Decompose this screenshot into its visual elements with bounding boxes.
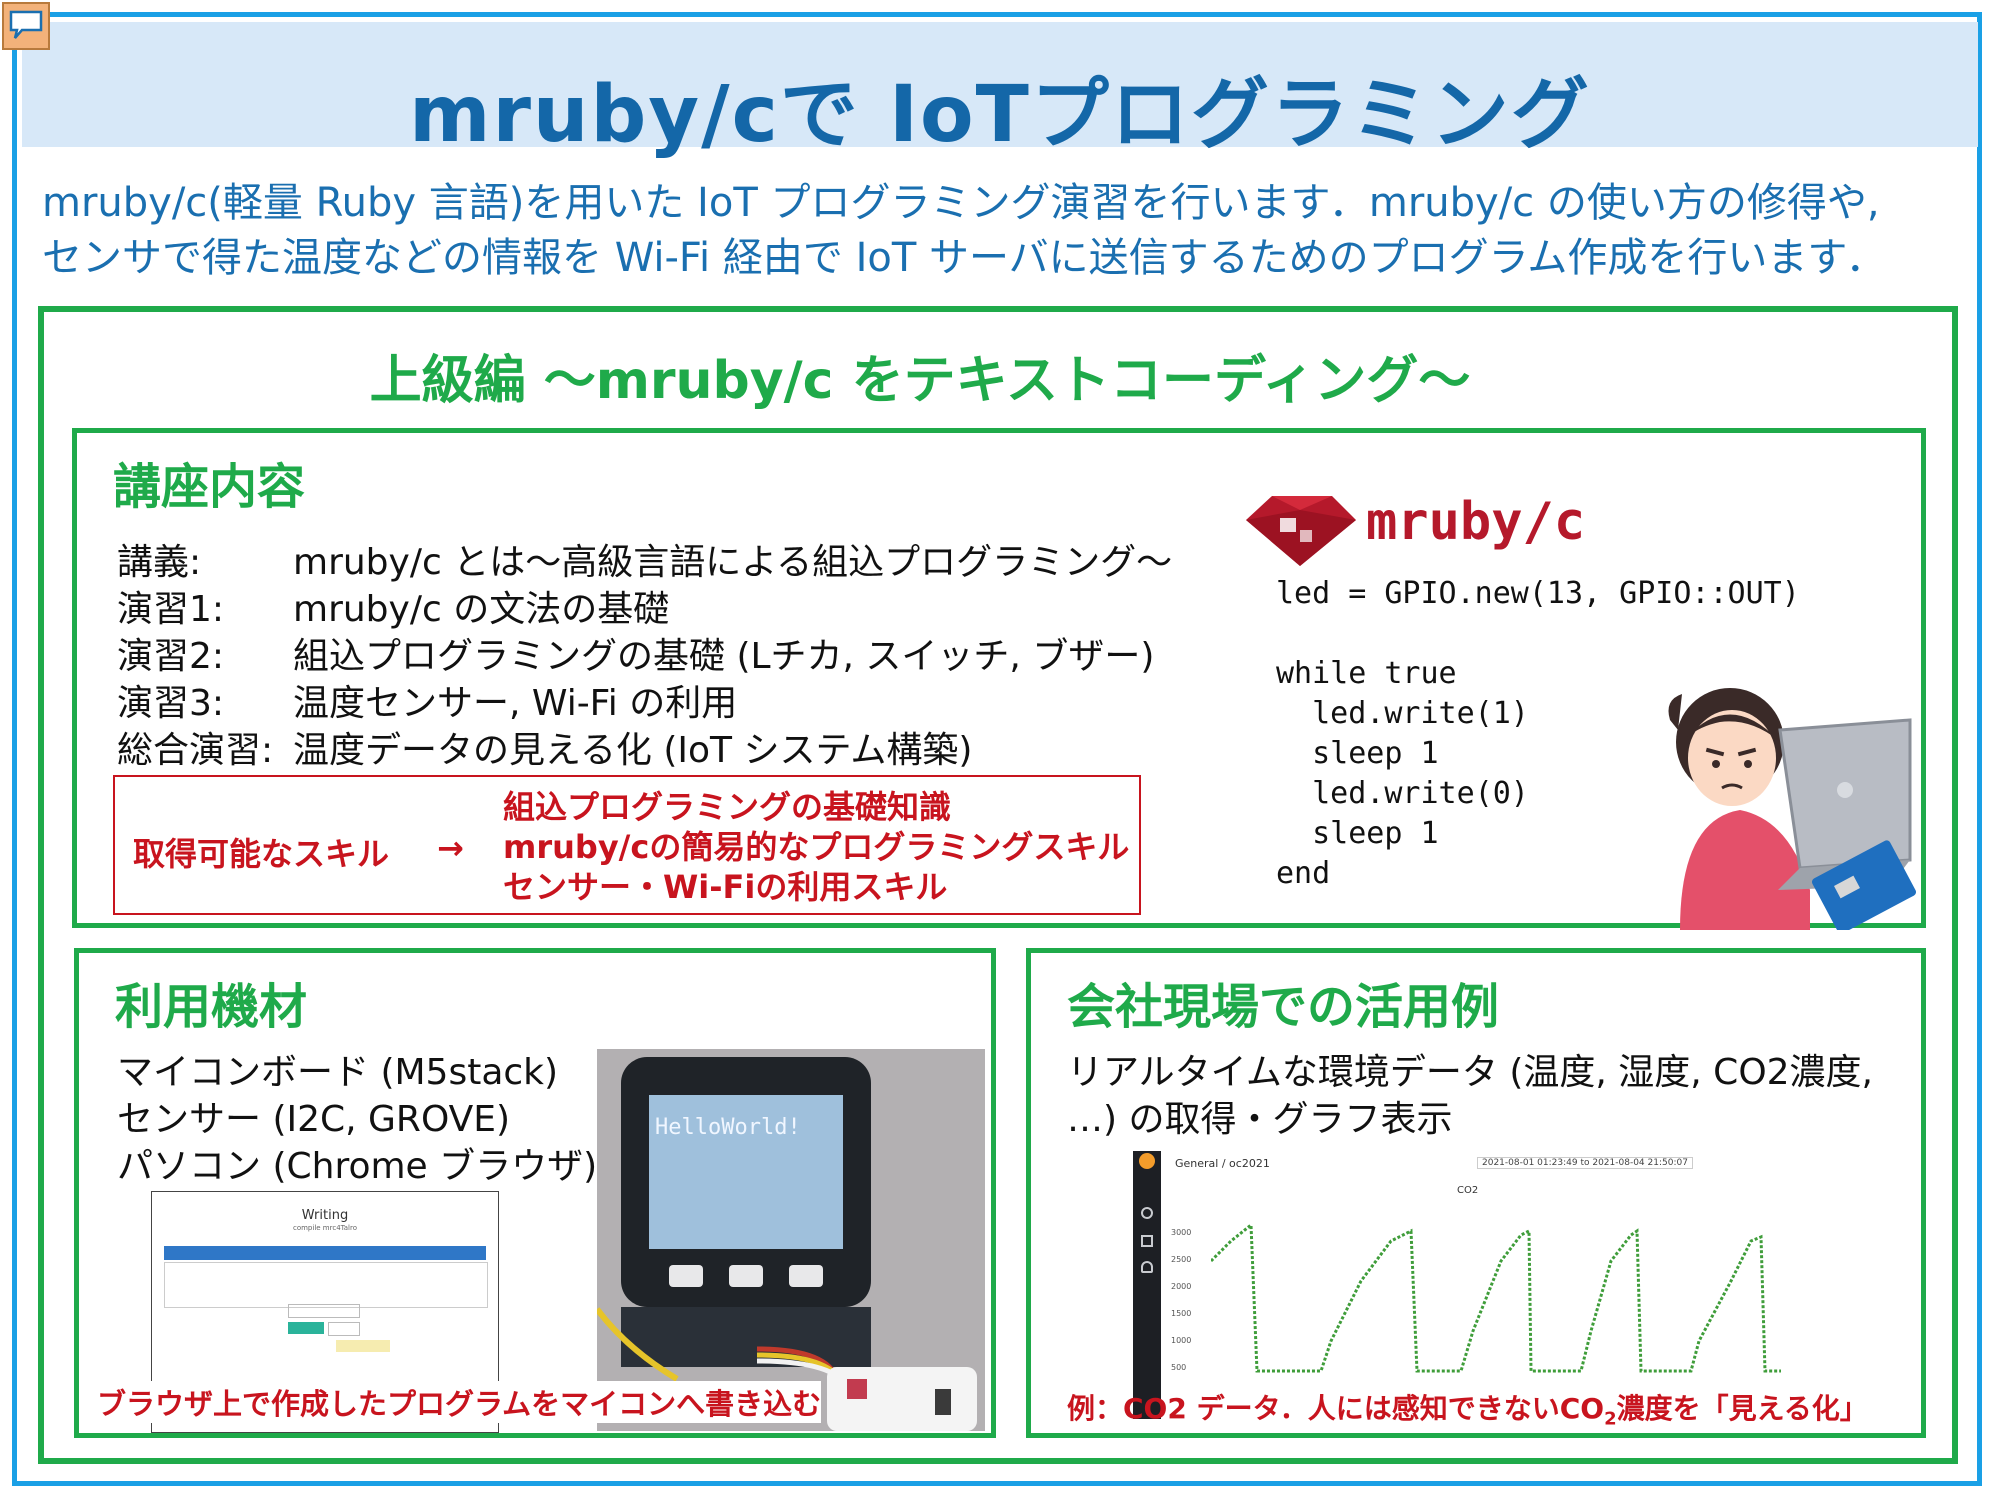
usecase-text: リアルタイムな環境データ (温度, 湿度, CO2濃度, …) の取得・グラフ表… [1067, 1049, 1873, 1143]
usecase-box: 会社現場での活用例 リアルタイムな環境データ (温度, 湿度, CO2濃度, …… [1026, 948, 1926, 1438]
caption-text: 濃度を「見える化」 [1616, 1392, 1868, 1425]
equipment-item: パソコン (Chrome ブラウザ) [117, 1146, 598, 1187]
screenshot-panel [164, 1262, 488, 1308]
usecase-line-2: …) の取得・グラフ表示 [1067, 1099, 1453, 1140]
grafana-logo-icon [1139, 1153, 1155, 1169]
equipment-list: マイコンボード (M5stack) センサー (I2C, GROVE) パソコン… [117, 1049, 597, 1190]
usecase-line-1: リアルタイムな環境データ (温度, 湿度, CO2濃度, [1067, 1052, 1874, 1093]
dashboard-icon[interactable] [1141, 1235, 1153, 1247]
course-key: 総合演習: [117, 730, 274, 771]
skill-item: 組込プログラミングの基礎知識 [503, 788, 952, 826]
skill-item: センサー・Wi-Fiの利用スキル [503, 868, 948, 906]
course-value: 温度センサー, Wi-Fi の利用 [293, 683, 738, 724]
programmer-illustration [1668, 688, 1916, 930]
advanced-course-title: 上級編 ～mruby/c をテキストコーディング～ [369, 351, 1471, 411]
course-contents-title: 講座内容 [113, 459, 306, 515]
skills-label: 取得可能なスキル [133, 835, 390, 873]
code-sample: led = GPIO.new(13, GPIO::OUT) while true… [1276, 576, 1800, 891]
y-tick-label: 2500 [1171, 1255, 1192, 1264]
equipment-item: センサー (I2C, GROVE) [117, 1099, 511, 1140]
mruby-logo-text: mruby/c [1366, 492, 1586, 552]
device-screen-text: HelloWorld! [655, 1115, 801, 1140]
y-tick-label: 1000 [1171, 1336, 1192, 1345]
graph-breadcrumb[interactable]: General / oc2021 [1175, 1157, 1270, 1170]
skill-item: mruby/cの簡易的なプログラミングスキル [503, 828, 1130, 866]
skills-box: 取得可能なスキル → 組込プログラミングの基礎知識 mruby/cの簡易的なプロ… [113, 775, 1141, 915]
screenshot-title: Writing [301, 1208, 349, 1223]
co2-line-plot [1211, 1221, 1781, 1373]
mruby-gem-logo-icon [1246, 496, 1356, 566]
intro-line-2: センサで得た温度などの情報を Wi-Fi 経由で IoT サーバに送信するための… [42, 235, 1886, 281]
outer-frame [12, 12, 1982, 1486]
course-value: mruby/c の文法の基礎 [293, 589, 670, 630]
y-tick-label: 1500 [1171, 1309, 1192, 1318]
usecase-title: 会社現場での活用例 [1067, 979, 1500, 1035]
screenshot-button [328, 1322, 360, 1336]
caption-text: 例：CO2 データ．人には感知できないCO [1067, 1392, 1605, 1425]
equipment-item: マイコンボード (M5stack) [117, 1052, 559, 1093]
skills-list: 組込プログラミングの基礎知識 mruby/cの簡易的なプログラミングスキル セン… [503, 787, 1129, 907]
course-value: 温度データの見える化 (IoT システム構築) [293, 730, 973, 771]
intro-line-1: mruby/c(軽量 Ruby 言語)を用いた IoT プログラミング演習を行い… [42, 180, 1880, 226]
y-tick-label: 2000 [1171, 1282, 1192, 1291]
time-range-picker[interactable]: 2021-08-01 01:23:49 to 2021-08-04 21:50:… [1477, 1157, 1693, 1169]
course-contents-box: 講座内容 講義: mruby/c とは～高級言語による組込プログラミング～ 演習… [72, 428, 1926, 928]
equipment-title: 利用機材 [115, 979, 308, 1035]
course-key: 演習3: [117, 683, 225, 724]
screenshot-subtitle: compile mrc4Talro [292, 1224, 358, 1232]
title-band: mruby/cで IoTプログラミング [22, 22, 1978, 160]
screenshot-button [288, 1304, 360, 1318]
caption-subscript: 2 [1604, 1408, 1617, 1430]
bell-icon[interactable] [1141, 1261, 1153, 1273]
course-key: 講義: [117, 542, 202, 583]
course-value: 組込プログラミングの基礎 (Lチカ, スイッチ, ブザー) [293, 636, 1155, 677]
m5stack-device-photo: HelloWorld! [597, 1049, 985, 1431]
usecase-caption: 例：CO2 データ．人には感知できないCO2濃度を「見える化」 [1067, 1387, 1868, 1430]
screenshot-button [336, 1340, 390, 1352]
y-tick-label: 500 [1171, 1363, 1187, 1372]
screenshot-header-bar [164, 1246, 486, 1260]
course-key: 演習2: [117, 636, 225, 677]
graph-panel-title: CO2 [1457, 1185, 1479, 1196]
co2-graph-screenshot: General / oc2021 2021-08-01 01:23:49 to … [1133, 1151, 1793, 1419]
equipment-caption: ブラウザ上で作成したプログラムをマイコンへ書き込む [97, 1381, 822, 1423]
search-icon[interactable] [1141, 1207, 1153, 1219]
course-value: mruby/c とは～高級言語による組込プログラミング～ [293, 542, 1173, 583]
advanced-course-panel [38, 306, 1958, 1464]
screenshot-button [288, 1322, 324, 1334]
page-title: mruby/cで IoTプログラミング [409, 70, 1591, 160]
graph-y-axis: 3000 2500 2000 1500 1000 500 [1171, 1219, 1191, 1381]
intro-text: mruby/c(軽量 Ruby 言語)を用いた IoT プログラミング演習を行い… [42, 176, 1972, 286]
right-arrow-icon: → [437, 829, 464, 867]
comment-balloon-icon[interactable] [2, 2, 50, 50]
y-tick-label: 3000 [1171, 1228, 1192, 1237]
equipment-box: 利用機材 マイコンボード (M5stack) センサー (I2C, GROVE)… [74, 948, 996, 1438]
course-key: 演習1: [117, 589, 225, 630]
